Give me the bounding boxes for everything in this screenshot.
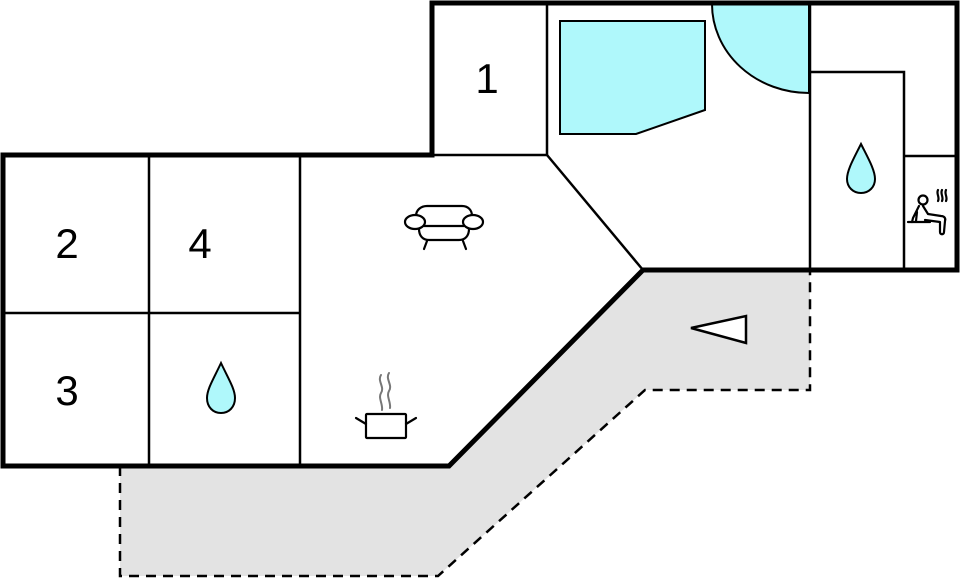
room-1-label: 1 [475, 55, 498, 102]
wall-bath-top [810, 70, 906, 270]
sauna-icon [906, 188, 948, 236]
water-drop-icon [845, 141, 877, 195]
wall-diagonal [546, 154, 644, 271]
exterior-walls [0, 0, 960, 469]
triangle-marker-icon [690, 314, 748, 345]
cooking-pot-icon [354, 372, 418, 440]
terrace-area [120, 270, 810, 576]
sofa-icon [403, 204, 485, 251]
water-drop-icon [205, 360, 237, 415]
room-4-label: 4 [188, 220, 211, 267]
pool-icon [559, 20, 706, 135]
quarter-circle-pool-icon [710, 3, 810, 95]
room-3-label: 3 [55, 367, 78, 414]
room-2-label: 2 [55, 220, 78, 267]
terrace-dashed-outline [118, 270, 812, 578]
